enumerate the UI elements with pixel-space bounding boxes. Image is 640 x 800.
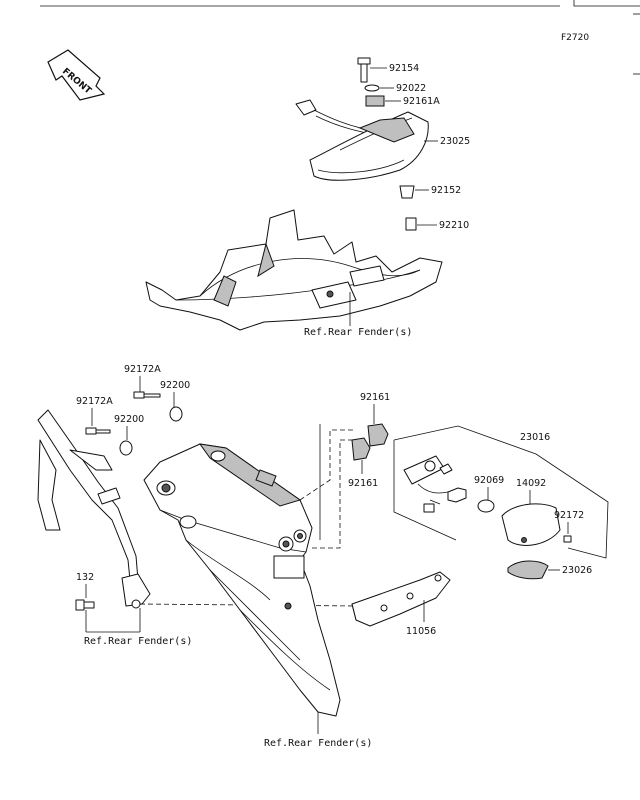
part-number-92161-lower: 92161 bbox=[348, 478, 378, 489]
screw-92172-icon bbox=[563, 535, 572, 543]
part-number-92154: 92154 bbox=[389, 63, 419, 74]
part-number-92172A-lower: 92172A bbox=[76, 396, 113, 407]
part-number-92200-upper: 92200 bbox=[160, 380, 190, 391]
collar-92152-icon bbox=[399, 185, 415, 199]
lens-screw-hole bbox=[521, 537, 527, 543]
part-number-92152: 92152 bbox=[431, 185, 461, 196]
guide-line-lower bbox=[312, 439, 356, 549]
part-number-23016: 23016 bbox=[520, 432, 550, 443]
grommet-92161-upper-icon bbox=[367, 423, 389, 447]
part-number-92172A-upper: 92172A bbox=[124, 364, 161, 375]
top-right-border bbox=[573, 0, 640, 7]
figure-code: F2720 bbox=[561, 33, 589, 43]
part-number-92210: 92210 bbox=[439, 220, 469, 231]
part-number-23026: 23026 bbox=[562, 565, 592, 576]
bulb-92069-icon bbox=[477, 499, 495, 513]
bolt-132-icon bbox=[75, 599, 95, 611]
part-number-92022: 92022 bbox=[396, 83, 426, 94]
ref-rear-fender-bottom: Ref.Rear Fender(s) bbox=[264, 738, 372, 749]
part-number-92200-lower: 92200 bbox=[114, 414, 144, 425]
washer-92200-lower-icon bbox=[119, 440, 133, 456]
lamp-socket-icon bbox=[403, 455, 467, 513]
part-number-92069: 92069 bbox=[474, 475, 504, 486]
part-number-92161-upper: 92161 bbox=[360, 392, 390, 403]
part-number-23025: 23025 bbox=[440, 136, 470, 147]
ref-rear-fender-upper: Ref.Rear Fender(s) bbox=[304, 327, 412, 338]
bolt-92154-icon bbox=[357, 57, 371, 83]
lens-23026-icon bbox=[507, 560, 549, 580]
rear-fender-lower-icon bbox=[143, 443, 341, 717]
bolt-92172A-lower-icon bbox=[85, 427, 111, 435]
rear-fender-upper-icon bbox=[145, 209, 443, 331]
group-outline-23016-left bbox=[393, 440, 457, 541]
frame-rail-icon bbox=[37, 409, 151, 609]
nut-92210-icon bbox=[405, 217, 417, 231]
part-number-14092: 14092 bbox=[516, 478, 546, 489]
part-number-132: 132 bbox=[76, 572, 94, 583]
lens-cover-14092-icon bbox=[501, 503, 561, 546]
front-arrow-icon: FRONT bbox=[47, 49, 106, 101]
washer-92200-upper-icon bbox=[169, 406, 183, 422]
part-number-11056: 11056 bbox=[406, 626, 436, 637]
tail-lamp-23025-icon bbox=[295, 99, 429, 181]
washer-92022-icon bbox=[364, 84, 380, 92]
grommet-92161A-icon bbox=[365, 95, 385, 107]
part-number-92172: 92172 bbox=[554, 510, 584, 521]
part-number-92161A: 92161A bbox=[403, 96, 440, 107]
ref-rear-fender-left: Ref.Rear Fender(s) bbox=[84, 636, 192, 647]
bolt-92172A-upper-icon bbox=[133, 391, 161, 399]
bracket-11056-icon bbox=[351, 571, 451, 627]
guide-line-upper bbox=[299, 429, 356, 501]
grommet-92161-lower-icon bbox=[351, 437, 371, 461]
group-outline-23016 bbox=[393, 425, 609, 559]
